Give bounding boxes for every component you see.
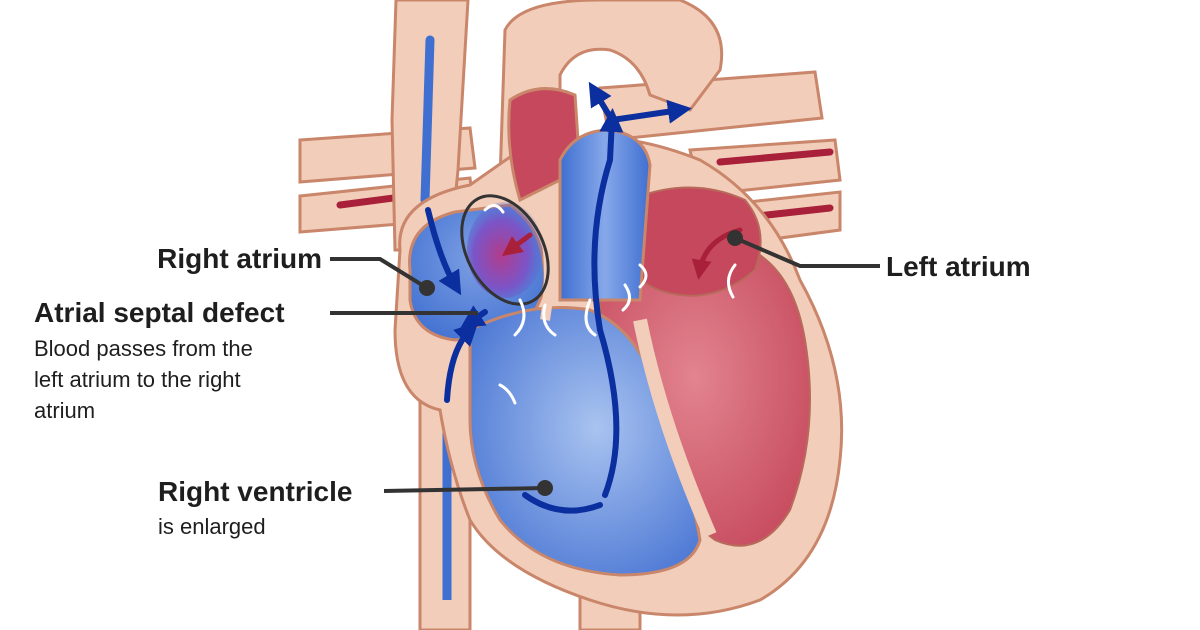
- asd-description-line-2: left atrium to the right: [34, 367, 241, 392]
- label-right-ventricle: Right ventricle: [158, 476, 353, 507]
- label-right-atrium: Right atrium: [157, 243, 322, 274]
- valve-leaflets: [483, 204, 737, 405]
- interventricular-septum: [633, 318, 717, 538]
- asd-description-line-1: Blood passes from the: [34, 336, 253, 361]
- deoxygenated-flow: [425, 81, 692, 514]
- defect-shunt-color: [467, 202, 543, 298]
- asd-description-line-3: atrium: [34, 398, 96, 423]
- leader-lines: [330, 236, 880, 493]
- pulmonary-trunk: [558, 128, 652, 302]
- defect-outline: [460, 194, 550, 306]
- label-left-atrium: Left atrium: [886, 251, 1031, 282]
- superior-vena-cava-lumen: [420, 35, 435, 205]
- rv-description: is enlarged: [158, 514, 266, 539]
- label-atrial-septal-defect: Atrial septal defect: [34, 297, 285, 328]
- right-ventricle: [468, 306, 702, 577]
- left-atrium: [623, 186, 762, 297]
- leader-dots: [419, 230, 743, 496]
